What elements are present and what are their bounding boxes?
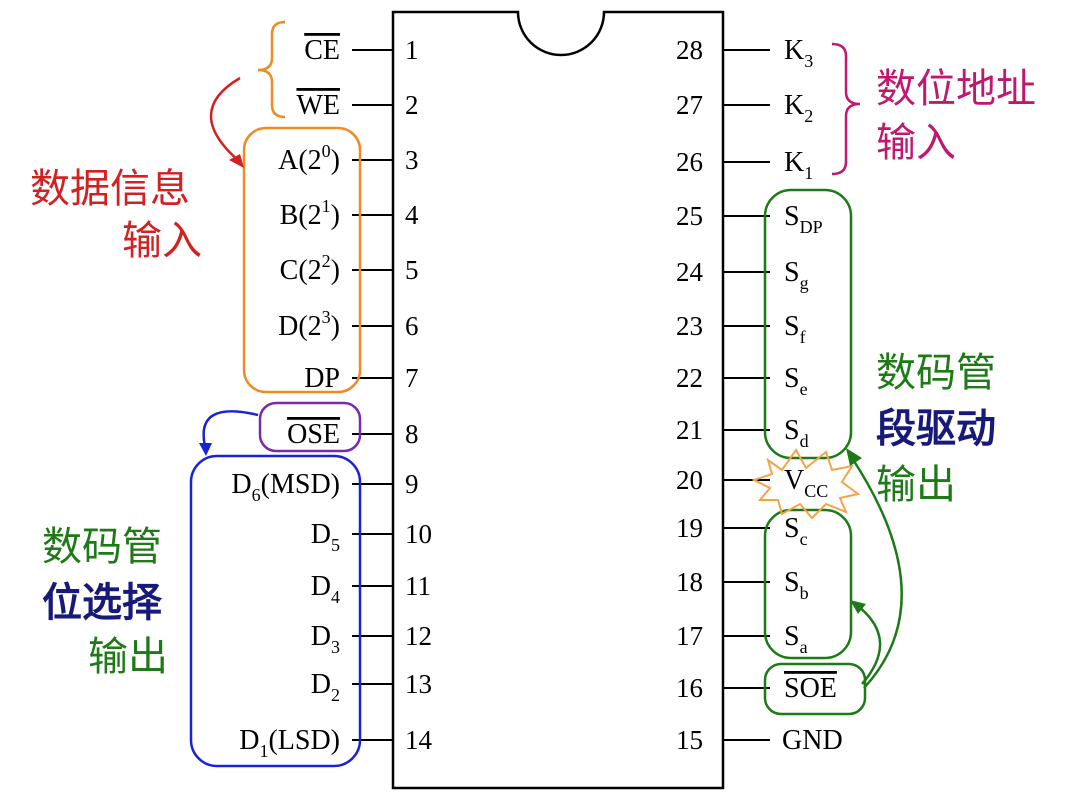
digit-select-label: 数码管 位选择 输出 xyxy=(42,524,175,680)
right-pin-number: 19 xyxy=(676,513,703,543)
right-pin-label: GND xyxy=(782,725,843,756)
right-pin-number: 28 xyxy=(676,35,703,65)
right-pin-number: 16 xyxy=(676,673,703,703)
digit-output-box xyxy=(189,454,362,768)
left-pin-number: 2 xyxy=(405,90,419,120)
left-pin-number: 10 xyxy=(405,519,432,549)
right-pin-label: Se xyxy=(784,363,808,399)
green-arrow-lower-head xyxy=(850,600,866,614)
left-pin-number: 1 xyxy=(405,35,419,65)
blue-arrow-head xyxy=(199,443,212,456)
left-pin-number: 6 xyxy=(405,311,419,341)
green-arrow-upper-head xyxy=(846,448,862,466)
right-pin-label: Sd xyxy=(784,415,809,451)
left-pin-number: 5 xyxy=(405,255,419,285)
data-input-label: 数据信息 输入 xyxy=(30,166,203,264)
left-pin-number: 12 xyxy=(405,621,432,651)
right-pin-number: 15 xyxy=(676,725,703,755)
right-pin-label: SDP xyxy=(784,201,823,237)
left-pin-label: D3 xyxy=(311,621,340,657)
left-pin-group: 1 CE 2 WE 3 A(20) 4 B(21) 5 C(22) 6 D(23) 7 DP 8 OSE 9 D6… xyxy=(231,35,432,761)
left-pin-number: 13 xyxy=(405,669,432,699)
segment-drive-label: 数码管 段驱动 输出 xyxy=(876,350,1009,508)
right-pin-number: 26 xyxy=(676,147,703,177)
ose-box xyxy=(258,401,362,453)
segment-lower-box xyxy=(763,508,853,660)
left-pin-number: 11 xyxy=(405,571,431,601)
chip-body xyxy=(391,10,725,790)
left-pin-label: OSE xyxy=(287,419,340,450)
green-arrow-upper xyxy=(850,457,903,689)
right-pin-number: 23 xyxy=(676,311,703,341)
left-pin-label: D6(MSD) xyxy=(231,469,340,505)
left-pin-label: WE xyxy=(296,90,340,121)
red-arrow-head xyxy=(229,154,244,168)
left-pin-number: 4 xyxy=(405,200,419,230)
left-pin-label: D1(LSD) xyxy=(239,725,340,761)
red-arrow xyxy=(209,76,241,163)
right-pin-label: K2 xyxy=(784,90,813,126)
left-pin-number: 14 xyxy=(405,725,433,755)
segment-upper-box xyxy=(763,188,853,460)
right-pin-label: Sc xyxy=(784,513,808,549)
right-pin-label: SOE xyxy=(784,673,837,704)
left-pin-label: DP xyxy=(304,363,340,394)
left-pin-label: D2 xyxy=(311,669,340,705)
right-pin-number: 18 xyxy=(676,567,703,597)
right-pin-number: 27 xyxy=(676,90,703,120)
right-pin-number: 20 xyxy=(676,465,703,495)
right-pin-label: K3 xyxy=(784,35,813,71)
right-pin-label: Sg xyxy=(784,257,809,293)
right-pin-number: 21 xyxy=(676,415,703,445)
vcc-burst xyxy=(751,448,861,520)
left-pin-label: C(22) xyxy=(280,251,340,286)
left-pin-number: 3 xyxy=(405,145,419,175)
soe-box xyxy=(763,662,867,716)
left-pin-label: A(20) xyxy=(278,141,340,176)
left-pin-label: B(21) xyxy=(280,196,340,231)
left-pin-label: D(23) xyxy=(278,307,340,342)
right-pin-number: 22 xyxy=(676,363,703,393)
blue-arrow xyxy=(202,410,259,447)
right-pin-label: VCC xyxy=(784,465,828,501)
right-pin-label: Sa xyxy=(784,621,808,657)
left-pin-label: D4 xyxy=(311,571,340,607)
right-pin-group: 28 K3 27 K2 26 K1 25 SDP 24 Sg 23 Sf 22 Se 21 Sd 20 VCC 19… xyxy=(676,35,843,756)
left-pin-label: CE xyxy=(304,35,340,66)
green-arrow-lower xyxy=(857,605,882,685)
right-pin-label: Sb xyxy=(784,567,809,603)
digit-addr-label: 数位地址 输入 xyxy=(876,66,1049,166)
ce-we-brace xyxy=(257,20,286,119)
k-brace xyxy=(831,42,861,176)
right-pin-number: 25 xyxy=(676,201,703,231)
data-input-box xyxy=(242,126,362,394)
right-pin-label: Sf xyxy=(784,311,806,347)
left-pin-number: 8 xyxy=(405,419,419,449)
left-pin-number: 7 xyxy=(405,363,419,393)
left-pin-label: D5 xyxy=(311,519,340,555)
right-pin-number: 17 xyxy=(676,621,703,651)
right-pin-number: 24 xyxy=(676,257,704,287)
left-pin-number: 9 xyxy=(405,469,419,499)
right-pin-label: K1 xyxy=(784,147,813,183)
